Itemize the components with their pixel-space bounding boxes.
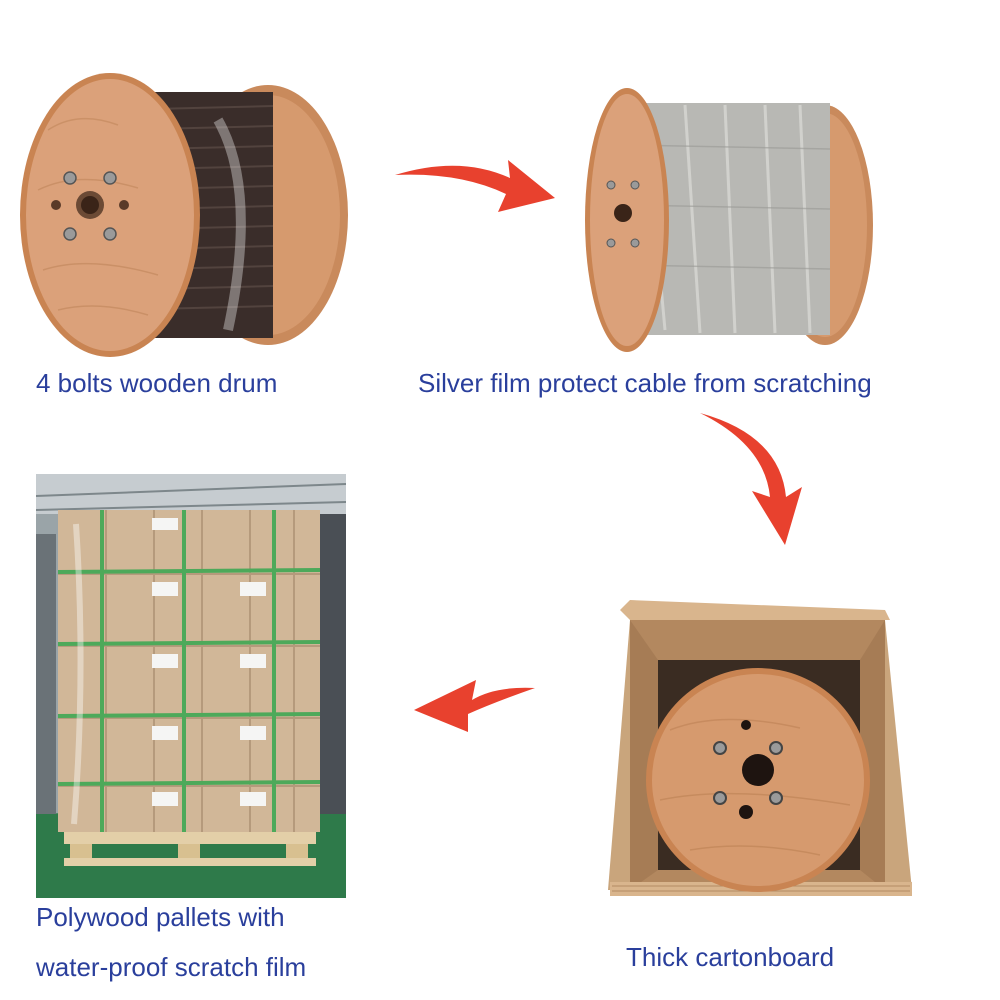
wooden-drum-photo [18,70,358,360]
arrow-down-icon [690,405,810,550]
arrow-left-icon [410,668,540,738]
arrow-right-icon [390,150,560,220]
caption-pallets-line1: Polywood pallets with [36,902,285,932]
caption-pallets-line2: water-proof scratch film [36,952,307,982]
caption-silver-film: Silver film protect cable from scratchin… [418,368,872,398]
carton-box-photo [600,600,922,900]
silver-film-drum-photo [585,85,885,355]
pallet-warehouse-photo [36,474,346,898]
caption-wooden-drum: 4 bolts wooden drum [36,368,278,398]
caption-cartonboard: Thick cartonboard [626,942,835,972]
